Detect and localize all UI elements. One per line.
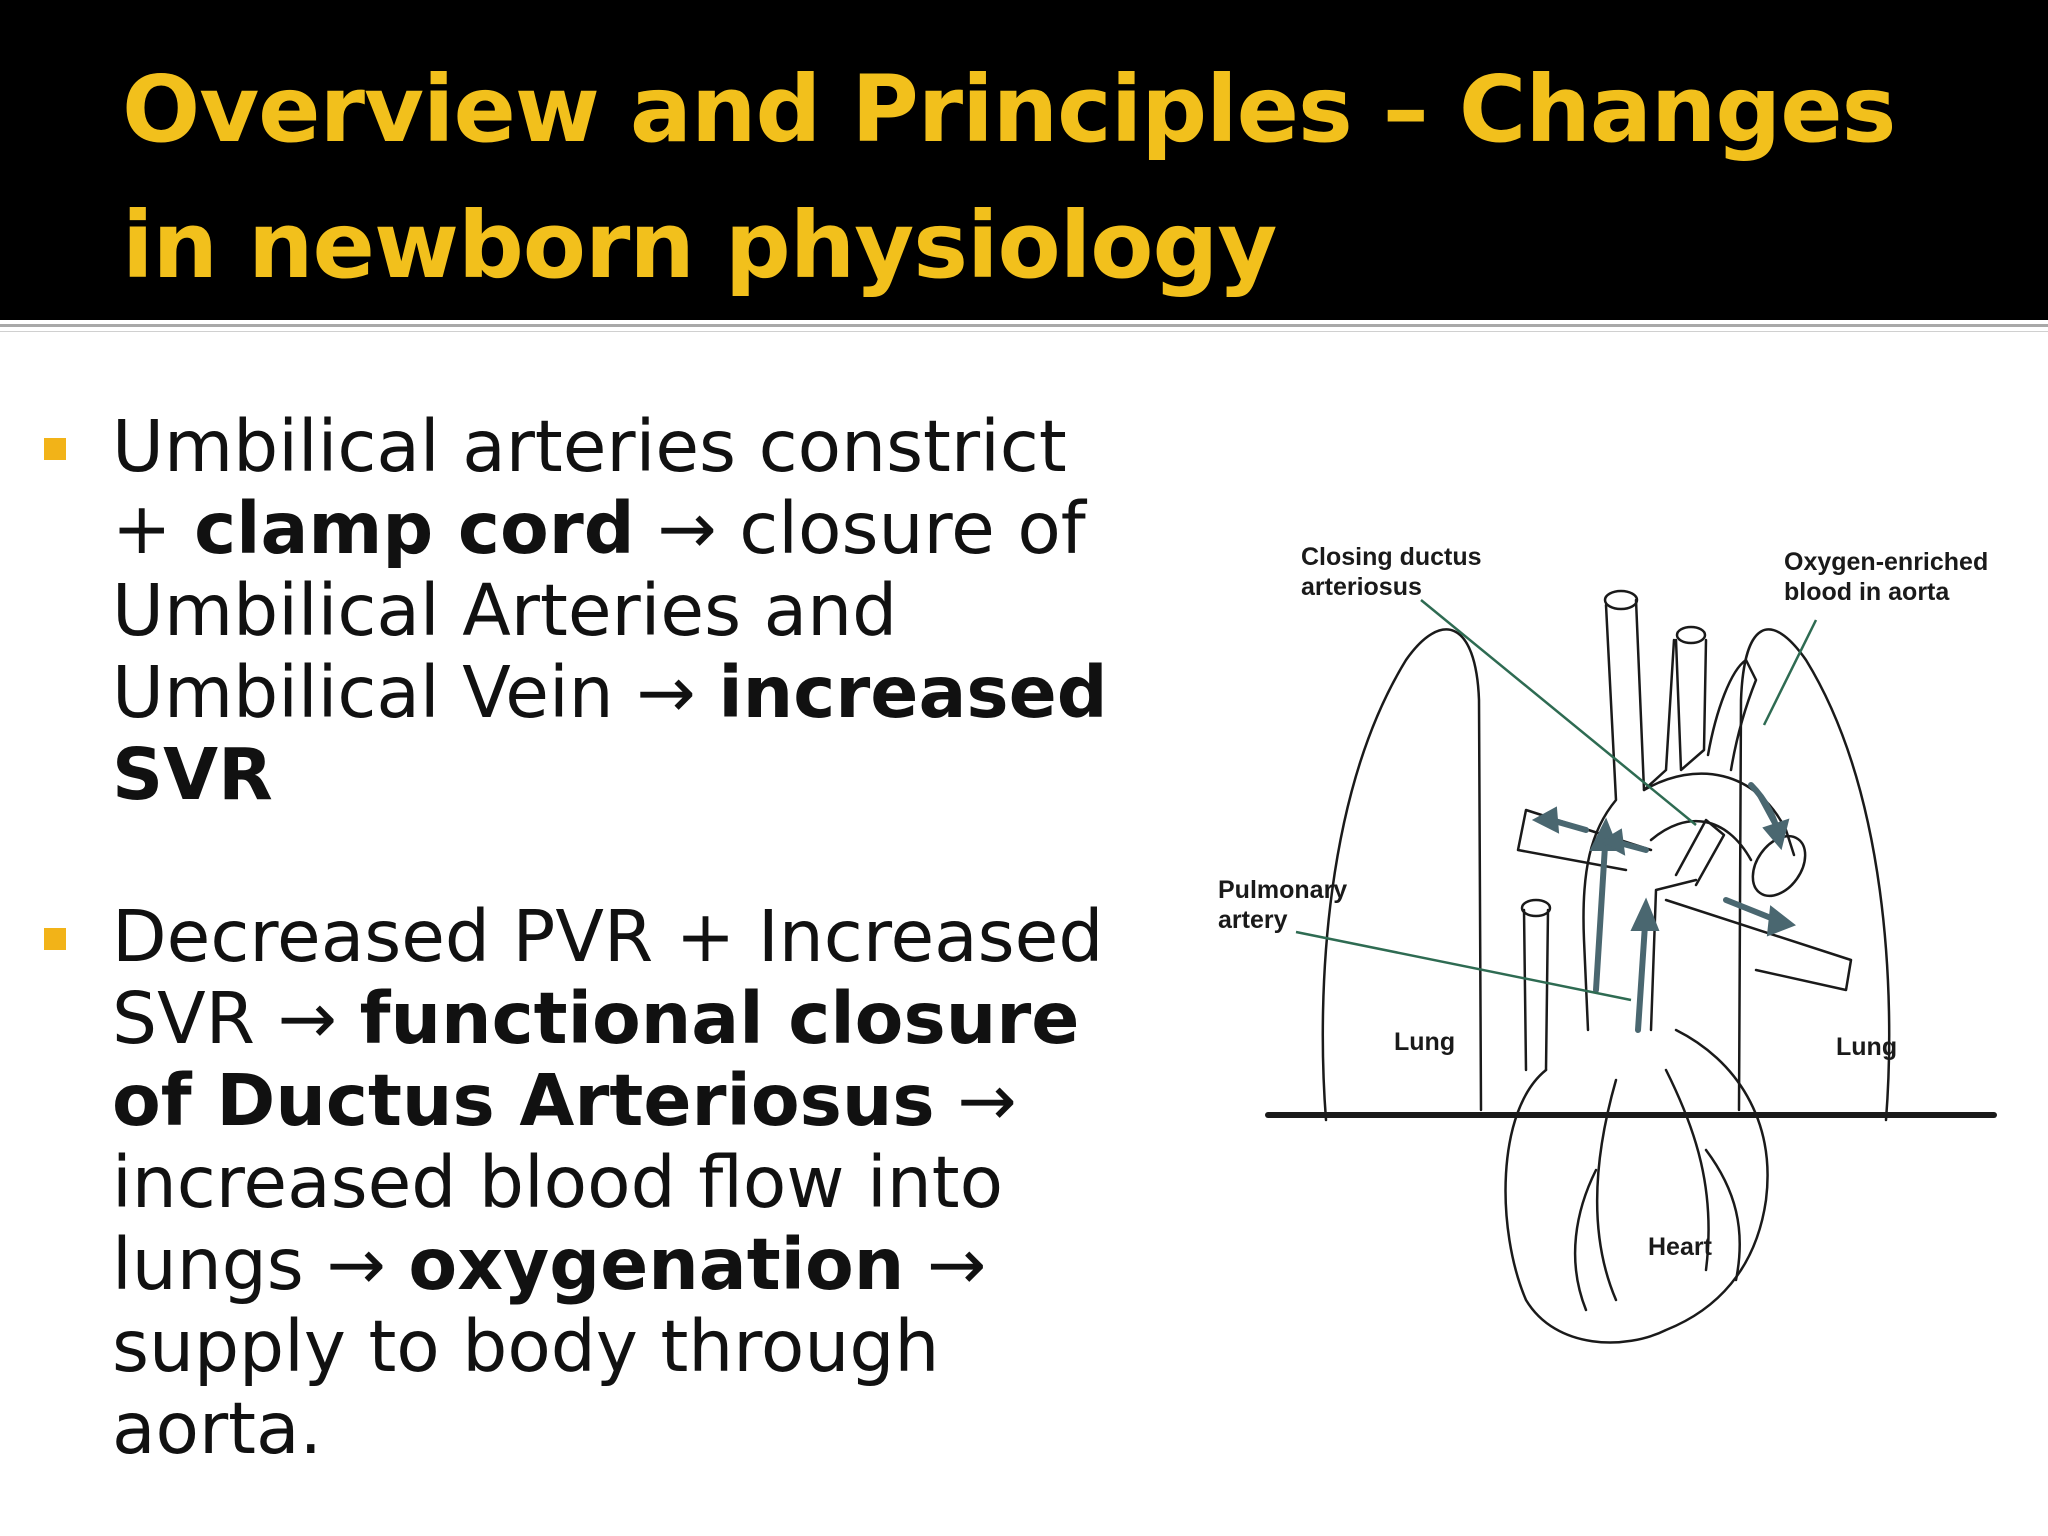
flow-arrow-head-3 [1762, 818, 1790, 851]
descending-aorta-opening [1751, 834, 1807, 898]
vena-cava-opening [1520, 898, 1552, 918]
aorta-left-wall [1582, 603, 1618, 1032]
carotid-opening [1675, 625, 1707, 645]
bullet-square-icon [44, 928, 66, 950]
heart-diagram-svg: Closing ductus arteriosus Oxygen-enriche… [1218, 543, 1997, 1344]
heart-vessel-1 [1595, 1078, 1618, 1302]
label-blood-in-aorta: blood in aorta [1784, 578, 1950, 606]
heart-vessel-4 [1704, 1148, 1741, 1282]
label-oxygen-enriched: Oxygen-enriched [1784, 548, 1988, 576]
label-heart: Heart [1648, 1233, 1713, 1261]
carotid-branch [1674, 638, 1708, 772]
left-lung-outline [1321, 628, 1483, 1122]
ductus-arteriosus [1674, 818, 1726, 887]
leader-pulmonary [1295, 930, 1632, 1002]
bullet-1-text-1: Umbilical arteries constrict + [112, 405, 1067, 570]
flow-arrow-head-4 [1531, 806, 1560, 834]
title-divider [0, 324, 2048, 327]
heart-vessel-3 [1573, 1168, 1598, 1312]
aortic-arch [1642, 772, 1796, 857]
leader-ductus [1420, 599, 1697, 826]
bullet-square-icon [44, 438, 66, 460]
bullet-2-text-1: Decreased PVR + Increased SVR → [112, 895, 1104, 1060]
heart-vessel-2 [1664, 1068, 1710, 1272]
label-arteriosus: arteriosus [1301, 573, 1422, 601]
title-bar: Overview and Principles – Changes in new… [0, 0, 2048, 320]
bullet-2-text-2: → increased blood flow into lungs → [112, 1059, 1017, 1306]
bullet-1-bold-2: increased SVR [112, 651, 1108, 816]
right-lung-outline [1737, 628, 1891, 1122]
flow-arrow-aorta-up [1593, 827, 1609, 993]
bullet-1-bold-1: clamp cord [194, 487, 635, 570]
leader-oxygen [1762, 619, 1818, 726]
bullet-1-text-2: → closure of Umbilical Arteries and Umbi… [112, 487, 1086, 734]
bullet-item-1: Umbilical arteries constrict + clamp cor… [44, 405, 1112, 816]
label-artery: artery [1218, 906, 1288, 934]
label-pulmonary: Pulmonary [1218, 876, 1347, 904]
flow-arrow-head-5 [1766, 905, 1797, 937]
bullet-2-text-3: → supply to body through aorta. [112, 1223, 987, 1470]
pulmonary-branch-right [1664, 898, 1853, 992]
title-line-2: in newborn physiology [122, 192, 1277, 299]
flow-arrow-head-2 [1630, 897, 1660, 931]
heart-outline [1504, 1028, 1769, 1344]
flow-arrow-head-6 [1598, 828, 1626, 856]
title-line-1: Overview and Principles – Changes [122, 56, 1896, 163]
subclavian-branch [1706, 658, 1758, 772]
flow-arrow-right-branch [1723, 897, 1779, 923]
bullet-2-bold-1: functional closure of Ductus Arteriosus [112, 977, 1080, 1142]
bullet-2-bold-2: oxygenation [408, 1223, 905, 1306]
label-closing-ductus: Closing ductus [1301, 543, 1482, 571]
aorta-top-opening [1603, 589, 1639, 611]
title-divider-thin [0, 331, 2048, 332]
aorta-right-wall [1634, 598, 1676, 792]
slide-title: Overview and Principles – Changes in new… [122, 42, 2002, 314]
bullet-item-2: Decreased PVR + Increased SVR → function… [44, 895, 1112, 1470]
heart-lung-diagram: Closing ductus arteriosus Oxygen-enriche… [1196, 470, 2016, 1370]
superior-vena-cava [1522, 908, 1550, 1072]
label-lung-right: Lung [1836, 1033, 1897, 1061]
pulmonary-trunk [1649, 878, 1698, 1032]
label-lung-left: Lung [1394, 1028, 1455, 1056]
